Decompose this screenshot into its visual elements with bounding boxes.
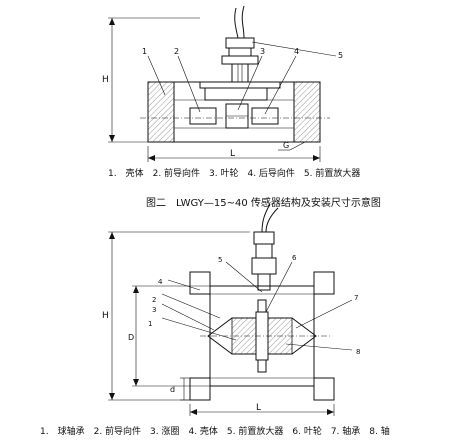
- fig2-label-7: 7: [354, 294, 358, 302]
- fig2-dim-l: L: [256, 403, 261, 413]
- fig2-label-6: 6: [292, 254, 297, 262]
- fig2-label-5: 5: [218, 256, 222, 264]
- fig2-label-2: 2: [152, 296, 156, 304]
- fig2-label-4: 4: [158, 278, 163, 286]
- fig2-label-1: 1: [148, 320, 152, 328]
- fig1-label-4: 4: [294, 47, 299, 56]
- fig2-label-8: 8: [356, 348, 360, 356]
- fig2-label-3: 3: [152, 306, 156, 314]
- figure1-legend: 1. 壳体 2. 前导向件 3. 叶轮 4. 后导向件 5. 前置放大器: [108, 169, 361, 179]
- fig1-dim-l: L: [230, 149, 235, 159]
- figure1-drawing: [108, 5, 337, 162]
- fig1-label-1: 1: [142, 47, 147, 56]
- fig1-label-2: 2: [174, 47, 179, 56]
- fig2-dim-d-large: D: [128, 333, 134, 342]
- fig1-label-3: 3: [260, 47, 265, 56]
- fig1-dim-h: H: [102, 75, 109, 85]
- fig2-dim-h: H: [102, 311, 109, 321]
- fig2-dim-d-small: d: [170, 385, 175, 394]
- figure2-labels: 1 2 3 4 5 6 7 8 H D d L: [102, 254, 360, 413]
- figure2-title: 图二 LWGY—15~40 传感器结构及安装尺寸示意图: [146, 198, 381, 209]
- figure1-labels: 1 2 3 4 5 H L G: [102, 47, 343, 159]
- fig1-label-5: 5: [338, 51, 343, 60]
- figure2-drawing: [108, 203, 353, 416]
- fig1-dim-g: G: [283, 141, 289, 150]
- figure2-legend: 1. 球轴承 2. 前导向件 3. 涨圈 4. 壳体 5. 前置放大器 6. 叶…: [40, 427, 390, 437]
